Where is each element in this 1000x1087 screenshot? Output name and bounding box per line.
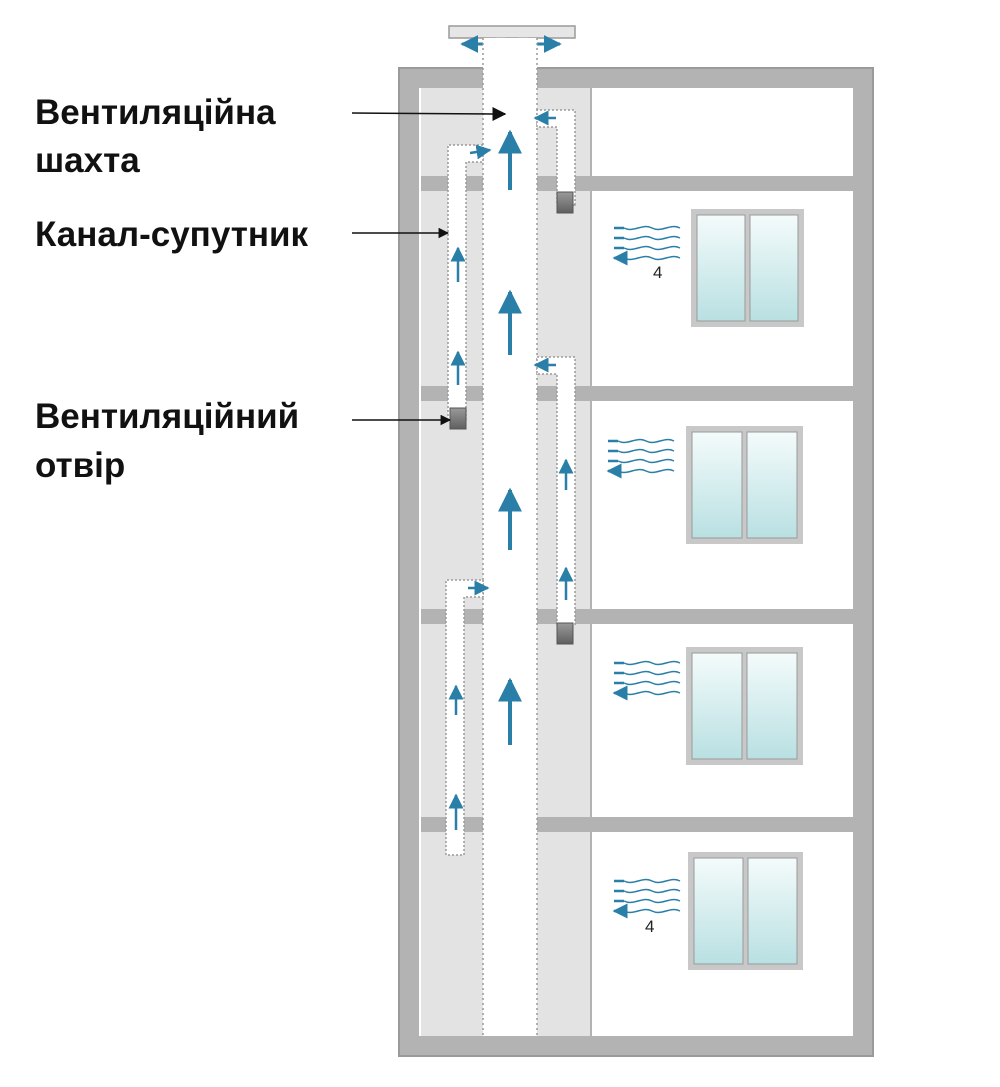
airflow-into-shaft-arrow	[469, 144, 492, 160]
window-icon	[686, 426, 803, 544]
air-inflow-wave-icon	[608, 438, 675, 473]
roof-cap-plate	[448, 25, 576, 39]
window-icon	[691, 209, 804, 327]
main-shaft	[482, 38, 538, 1036]
label-shaft-line1: Вентиляційна	[35, 93, 276, 132]
label-opening-line2: отвір	[35, 446, 125, 485]
window-icon	[686, 647, 803, 765]
satellite-channels-left	[445, 144, 492, 856]
vent-grille-icon	[556, 191, 574, 214]
window-icon	[688, 852, 803, 970]
windows	[686, 209, 804, 970]
leader-lines	[351, 112, 496, 426]
room-marker: 4	[653, 263, 662, 282]
satellite-channel	[445, 579, 484, 856]
vent-grilles	[449, 191, 574, 645]
vent-grille-icon	[449, 407, 467, 430]
label-shaft-line2: шахта	[35, 141, 140, 180]
label-satellite-channel: Канал-супутник	[35, 215, 309, 254]
air-inflow-wave-icon	[614, 660, 681, 695]
air-inflows	[608, 225, 681, 913]
vent-grille-icon	[556, 622, 574, 645]
leader-line-shaft	[351, 112, 496, 115]
air-inflow-wave-icon	[614, 878, 681, 913]
air-inflow-wave-icon	[614, 225, 681, 260]
label-opening-line1: Вентиляційний	[35, 397, 299, 436]
room-marker: 4	[645, 917, 654, 936]
